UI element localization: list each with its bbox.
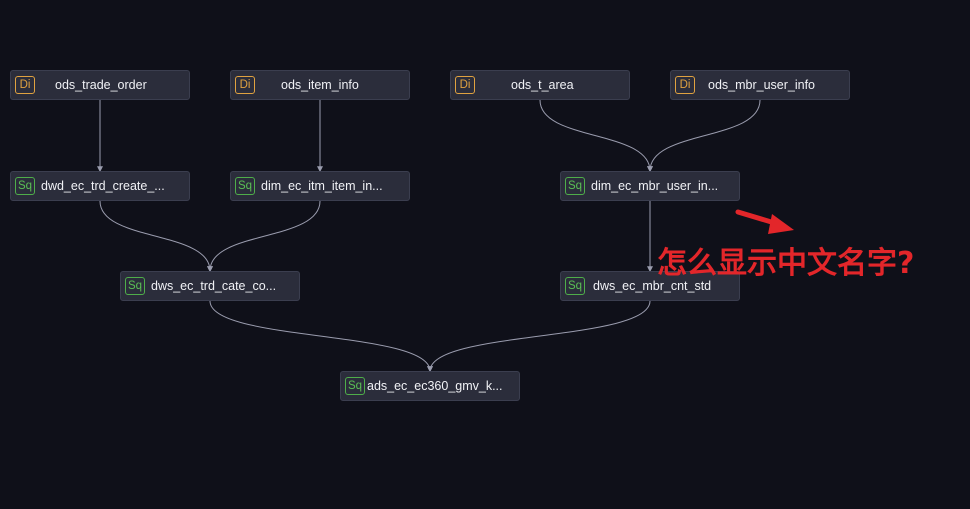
edge-ods_t_area-to-dim_ec_mbr_user [539, 99, 653, 173]
node-dws-ec-trd-cate[interactable]: Sq dws_ec_trd_cate_co... [120, 271, 300, 301]
node-dwd-ec-trd-create[interactable]: Sq dwd_ec_trd_create_... [10, 171, 190, 201]
sq-type-icon: Sq [235, 177, 255, 195]
node-label: ods_item_info [281, 78, 359, 92]
node-label: ods_t_area [511, 78, 574, 92]
node-label: dwd_ec_trd_create_... [41, 179, 165, 193]
edge-dws_ec_trd_cate-to-ads_ec_ec360_gmv [209, 300, 433, 373]
edge-ods_mbr_user_info-to-dim_ec_mbr_user [647, 99, 761, 173]
sq-type-icon: Sq [15, 177, 35, 195]
node-ods-mbr-user-info[interactable]: Di ods_mbr_user_info [670, 70, 850, 100]
node-label: dim_ec_mbr_user_in... [591, 179, 719, 193]
sq-type-icon: Sq [125, 277, 145, 295]
node-dws-ec-mbr-cnt-std[interactable]: Sq dws_ec_mbr_cnt_std [560, 271, 740, 301]
node-label: dws_ec_trd_cate_co... [151, 279, 277, 293]
node-dim-ec-mbr-user[interactable]: Sq dim_ec_mbr_user_in... [560, 171, 740, 201]
sq-type-icon: Sq [565, 177, 585, 195]
di-type-icon: Di [235, 76, 255, 94]
sq-type-icon: Sq [345, 377, 365, 395]
node-ods-item-info[interactable]: Di ods_item_info [230, 70, 410, 100]
node-label: dws_ec_mbr_cnt_std [593, 279, 712, 293]
node-dim-ec-itm-item[interactable]: Sq dim_ec_itm_item_in... [230, 171, 410, 201]
node-label: ods_trade_order [55, 78, 147, 92]
di-type-icon: Di [15, 76, 35, 94]
node-label: ads_ec_ec360_gmv_k... [367, 379, 503, 393]
node-label: ods_mbr_user_info [708, 78, 816, 92]
di-type-icon: Di [675, 76, 695, 94]
di-type-icon: Di [455, 76, 475, 94]
node-ods-t-area[interactable]: Di ods_t_area [450, 70, 630, 100]
node-ods-trade-order[interactable]: Di ods_trade_order [10, 70, 190, 100]
node-label: dim_ec_itm_item_in... [261, 179, 383, 193]
edge-dim_ec_itm_item-to-dws_ec_trd_cate [207, 200, 321, 273]
node-ads-ec-ec360-gmv[interactable]: Sq ads_ec_ec360_gmv_k... [340, 371, 520, 401]
sq-type-icon: Sq [565, 277, 585, 295]
edge-dwd_ec_trd_create-to-dws_ec_trd_cate [99, 200, 213, 273]
red-arrow-icon [735, 209, 794, 234]
edge-dws_ec_mbr_cnt_std-to-ads_ec_ec360_gmv [427, 300, 651, 373]
question-annotation: 怎么显示中文名字? [657, 246, 915, 281]
